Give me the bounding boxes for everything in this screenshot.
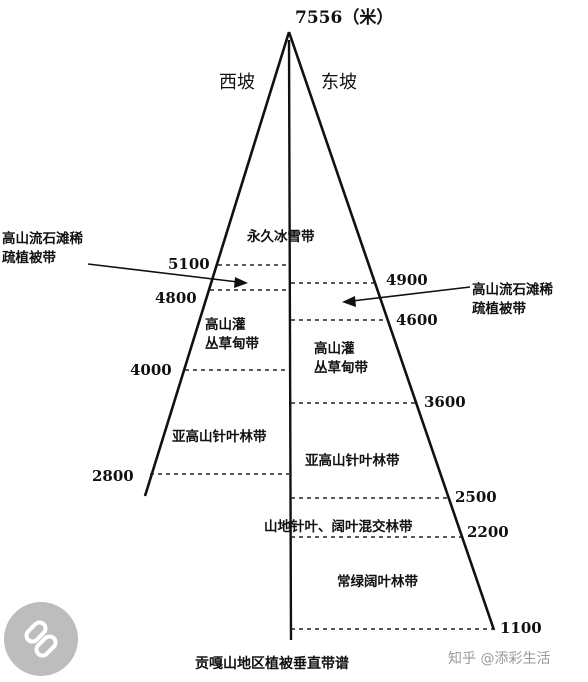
central-divide-line <box>287 39 293 641</box>
watermark-text: 知乎 @添彩生活 <box>448 651 551 667</box>
summit-elevation: 7556（米） <box>295 8 394 28</box>
east-scree-arrow <box>351 286 471 302</box>
west-elev-4000: 4000 <box>130 361 172 379</box>
link-icon <box>24 620 58 658</box>
west-scree-arrow-head <box>234 277 248 288</box>
west-elev-5100: 5100 <box>168 255 210 273</box>
east-elev-2200: 2200 <box>467 523 509 541</box>
east-elev-4600: 4600 <box>396 311 438 329</box>
diagram-caption: 贡嘎山地区植被垂直带谱 <box>195 656 349 672</box>
east-slope-label: 东坡 <box>321 72 357 93</box>
west-elev-2800: 2800 <box>92 467 134 485</box>
zone-subalpine-conifer-west: 亚高山针叶林带 <box>172 429 267 445</box>
zone-alpine-shrub-west: 高山灌 丛草甸带 <box>205 317 259 352</box>
zone-evergreen-broadleaf: 常绿阔叶林带 <box>337 574 418 590</box>
zone-alpine-shrub-east: 高山灌 丛草甸带 <box>314 341 368 376</box>
east-slope-line <box>287 31 496 631</box>
east-elev-3600: 3600 <box>424 393 466 411</box>
east-scree-arrow-head <box>342 296 356 307</box>
zone-permanent-snow: 永久冰雪带 <box>247 229 315 245</box>
west-slope-label: 西坡 <box>219 72 255 93</box>
zone-alpine-scree-east: 高山流石滩稀 疏植被带 <box>472 282 553 317</box>
east-elev-1100: 1100 <box>500 619 542 637</box>
west-scree-arrow <box>87 263 239 283</box>
west-slope-line <box>143 31 291 497</box>
east-elev-2500: 2500 <box>455 488 497 506</box>
zone-alpine-scree-west: 高山流石滩稀 疏植被带 <box>2 231 83 266</box>
east-elev-4900: 4900 <box>386 271 428 289</box>
watermark-badge-bg <box>4 602 78 676</box>
west-elev-4800: 4800 <box>155 289 197 307</box>
zone-subalpine-conifer-east: 亚高山针叶林带 <box>305 453 400 469</box>
zone-mixed-forest: 山地针叶、阔叶混交林带 <box>264 519 413 535</box>
